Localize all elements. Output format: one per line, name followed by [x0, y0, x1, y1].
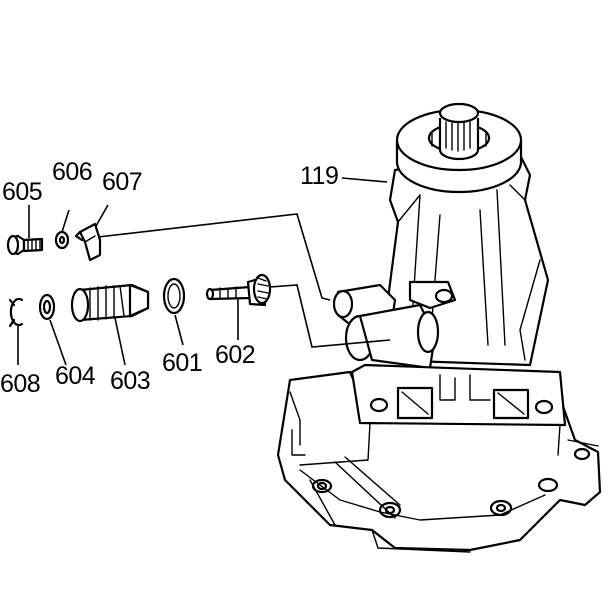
- clip-607: [74, 222, 102, 262]
- label-602: 602: [215, 341, 255, 369]
- sleeve-603: [70, 283, 150, 323]
- label-604: 604: [55, 362, 96, 390]
- washer-606: [54, 230, 70, 250]
- label-605: 605: [2, 178, 42, 206]
- assembly-line-upper: [97, 213, 331, 301]
- label-601: 601: [162, 349, 202, 377]
- transmission-housing: [276, 102, 602, 553]
- snap-ring-608: [8, 297, 24, 328]
- label-leaders: [17, 177, 388, 366]
- label-603: 603: [110, 367, 150, 395]
- label-608: 608: [0, 370, 40, 398]
- washer-604: [38, 293, 56, 321]
- o-ring-601: [162, 277, 186, 315]
- assembly-line-lower: [269, 284, 391, 348]
- label-119: 119: [300, 162, 338, 190]
- label-606: 606: [52, 158, 92, 186]
- label-607: 607: [102, 168, 142, 196]
- bolt-605: [6, 234, 44, 256]
- driven-gear-602: [205, 273, 272, 307]
